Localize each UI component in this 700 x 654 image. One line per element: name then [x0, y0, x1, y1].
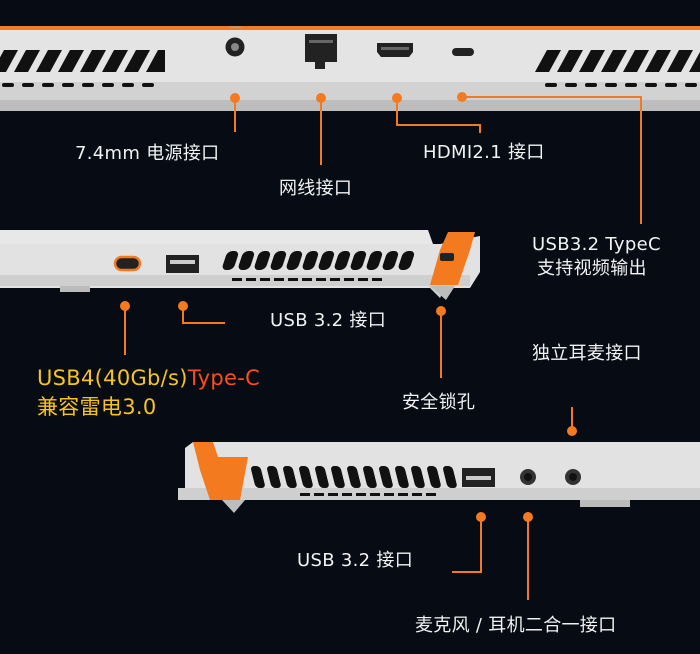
usb-a-port-icon-right [462, 468, 495, 487]
thunderbolt-compat-label: 兼容雷电3.0 [37, 395, 157, 419]
usb4-label-type: Type-C [187, 366, 261, 390]
power-jack-icon [225, 26, 245, 57]
combo-jack-label: 麦克风 / 耳机二合一接口 [415, 615, 617, 636]
rear-vent-right [535, 50, 700, 72]
right-side-laptop [178, 442, 700, 513]
right-usb-a-label: USB 3.2 接口 [297, 550, 414, 571]
left-vent [222, 251, 415, 281]
usb4-port-icon [113, 255, 142, 272]
ethernet-port-label: 网线接口 [279, 178, 353, 199]
audio-jack-title: 独立耳麦接口 [532, 343, 642, 364]
right-vent [251, 466, 457, 496]
security-lock-label: 安全锁孔 [402, 392, 476, 413]
usb4-label: USB4(40Gb/s)Type-C [37, 365, 260, 391]
usb4-label-speed: USB4(40Gb/s) [37, 366, 188, 390]
left-usb-a-label: USB 3.2 接口 [270, 310, 387, 331]
mic-jack-icon [565, 469, 581, 485]
usb-c-port-icon [452, 48, 474, 56]
headphone-jack-icon [520, 469, 536, 485]
usb-a-port-icon-left [166, 255, 199, 273]
left-side-laptop [0, 230, 480, 300]
power-port-label: 7.4mm 电源接口 [75, 143, 220, 164]
callout-lines [124, 96, 642, 600]
rear-vent-left [0, 50, 165, 72]
rear-usbc-label: USB3.2 TypeC [532, 234, 661, 255]
hdmi-port-label: HDMI2.1 接口 [423, 142, 545, 163]
hdmi-port-icon [377, 43, 413, 57]
ethernet-port-icon [305, 34, 337, 69]
security-lock-slot-icon [440, 253, 454, 261]
orange-corner-right [193, 442, 248, 500]
rear-view-laptop [0, 26, 700, 111]
rear-usbc-sublabel: 支持视频输出 [537, 258, 647, 279]
callout-dots [120, 92, 577, 522]
